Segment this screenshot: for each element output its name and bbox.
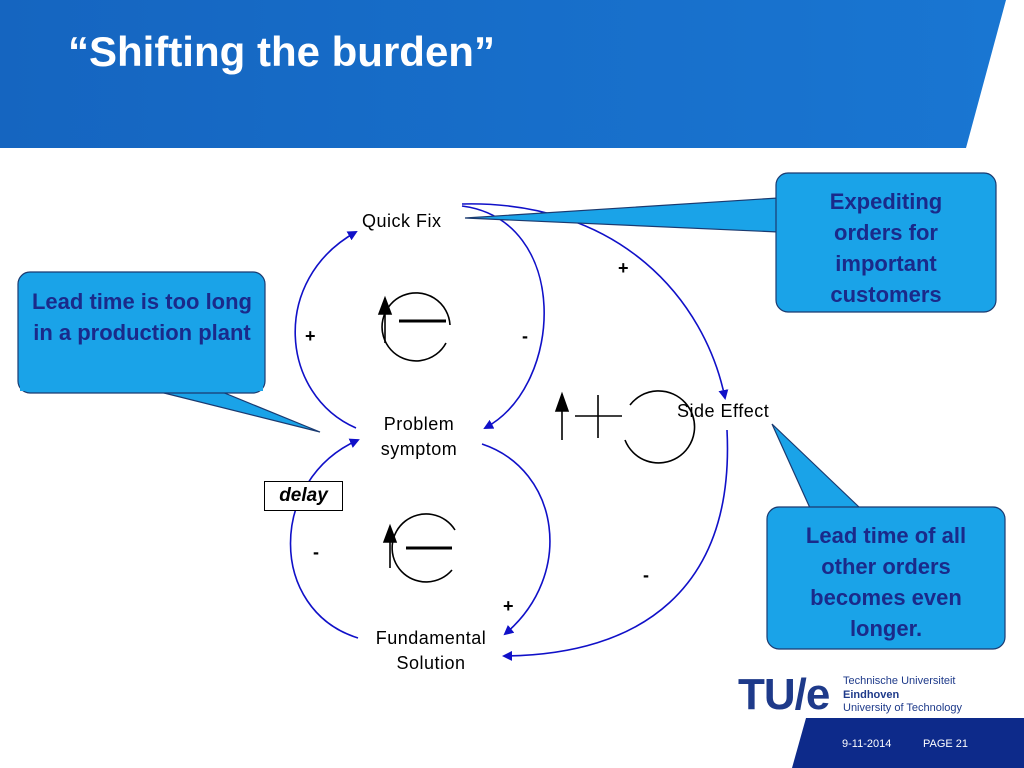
arrow-fundamental-to-problem	[289, 438, 360, 639]
sign-quickfix-to-sideeffect: +	[618, 258, 629, 278]
node-side-effect: Side Effect	[677, 401, 770, 421]
node-fundamental-line2: Solution	[396, 653, 466, 673]
sign-problem-to-quickfix: +	[305, 326, 316, 346]
sign-sideeffect-to-fundamental: -	[643, 565, 649, 585]
delay-label: delay	[264, 481, 343, 511]
header-band	[0, 0, 1006, 148]
arrow-sideeffect-to-fundamental	[502, 429, 729, 661]
arrow-problem-to-quickfix	[294, 231, 358, 429]
sign-fundamental-to-problem: -	[313, 542, 319, 562]
sign-quickfix-to-problem: -	[522, 326, 528, 346]
callout-bottomright-box	[766, 506, 1006, 650]
callout-left-box	[17, 271, 266, 394]
logo-line-3: University of Technology	[843, 702, 963, 714]
node-fundamental-solution: Fundamental Solution	[361, 624, 501, 678]
balancing-loop-symbol-top	[377, 292, 451, 362]
balancing-loop-symbol-bottom	[382, 513, 456, 583]
slide-title: “Shifting the burden”	[68, 28, 495, 75]
tue-logo-mark: TU/e	[738, 670, 830, 719]
footer-date: 9-11-2014	[842, 738, 892, 750]
node-quick-fix: Quick Fix	[362, 211, 442, 231]
callout-bottomright-text: Lead time of all other orders becomes ev…	[805, 523, 967, 641]
logo-line-2: Eindhoven	[843, 689, 900, 701]
footer-page: PAGE 21	[923, 738, 969, 750]
arrow-quickfix-to-sideeffect	[461, 203, 729, 400]
callout-left-text: Lead time is too long in a production pl…	[31, 289, 252, 345]
reinforcing-loop-symbol	[554, 390, 696, 464]
node-fundamental-line1: Fundamental	[375, 628, 487, 648]
callout-topright-text: Expediting orders for important customer…	[829, 189, 943, 307]
arrow-problem-to-fundamental	[481, 443, 551, 636]
callout-topright-box	[775, 172, 997, 313]
sign-problem-to-fundamental: +	[503, 596, 514, 616]
logo-line-1: Technische Universiteit	[843, 675, 956, 687]
node-problem-line1: Problem	[383, 414, 455, 434]
node-problem-line2: symptom	[380, 439, 458, 459]
node-problem-symptom: Problem symptom	[366, 410, 472, 464]
